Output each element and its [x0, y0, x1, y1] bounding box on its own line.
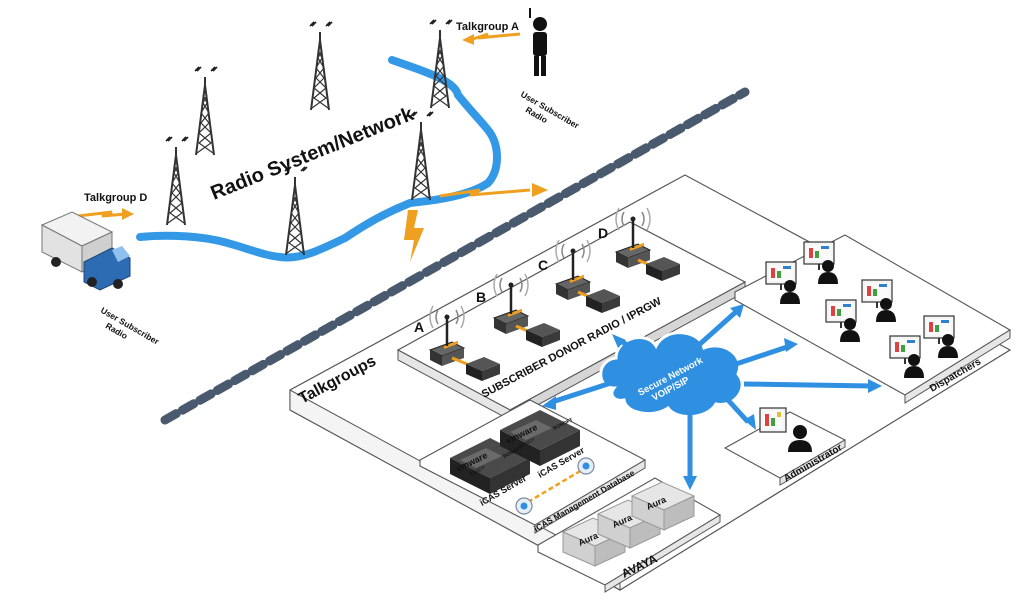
radio-tower-icon: [309, 21, 333, 111]
signal-arrow-icon: [439, 183, 548, 198]
network-boundary-dashed-line: [160, 87, 750, 425]
radio-label-d: D: [598, 225, 608, 241]
radio-label-a: A: [414, 319, 424, 335]
arrow-head: [868, 379, 882, 393]
database-icon: [577, 457, 595, 475]
radio-network-title: Radio System/Network: [208, 103, 418, 205]
arrow-head: [542, 396, 556, 410]
svg-text:User Subscriber Radio: User Subscriber Radio: [94, 305, 163, 357]
arrow-head: [730, 304, 744, 318]
lightning-icon: [404, 210, 424, 262]
talkgroup-d-label: Talkgroup D: [84, 192, 147, 204]
radio-tower-icon: [165, 136, 189, 226]
network-connection-arrows: [551, 308, 873, 480]
administrator-console-icon: [759, 407, 812, 452]
arrow-head: [784, 338, 798, 352]
radio-tower-icon: [410, 111, 434, 201]
arrow-head: [683, 476, 697, 490]
signal-arrow-icon: [77, 208, 134, 220]
svg-text:User Subscriber Radio: User Subscriber Radio: [514, 89, 583, 141]
signal-arrow-icon: [462, 32, 521, 45]
database-icon: [515, 497, 533, 515]
radio-label-c: C: [538, 257, 548, 273]
radio-tower-icon: [429, 19, 453, 109]
truck-icon: [40, 211, 131, 291]
radio-label-b: B: [476, 289, 486, 305]
arrow-head: [612, 334, 626, 348]
radio-network-cloud: [136, 56, 501, 262]
arrow-head: [744, 414, 756, 430]
talkgroup-a-label: Talkgroup A: [456, 21, 519, 33]
icas-server-icon: [500, 410, 580, 466]
radio-tower-icon: [284, 166, 308, 256]
radio-tower-icon: [194, 66, 218, 156]
user-subscriber-person-icon: [529, 8, 547, 76]
